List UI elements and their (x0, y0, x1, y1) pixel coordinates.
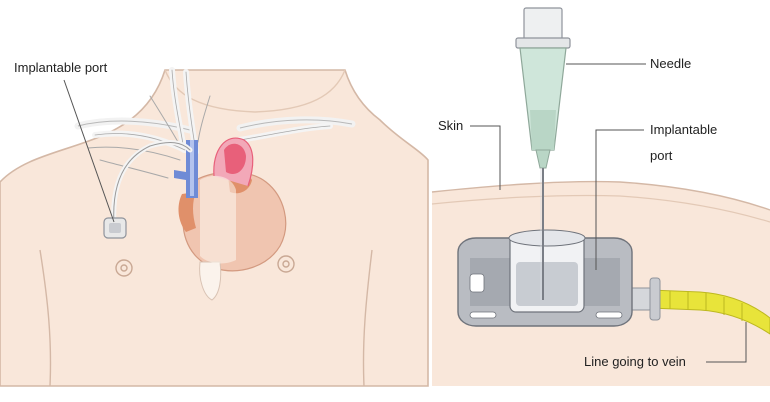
skin-inner-line (431, 194, 770, 223)
label-skin: Skin (438, 118, 463, 133)
neck-contour (164, 69, 346, 113)
needle-cap (523, 7, 563, 41)
left-panel-torso: Implantable port (0, 60, 429, 387)
label-implantable-line2: port (650, 148, 673, 163)
svc-highlight (190, 140, 194, 196)
torso-port (103, 217, 127, 239)
skin-surface-line (431, 180, 770, 211)
port-catheter (111, 140, 193, 227)
left-arm-crease (39, 249, 52, 387)
label-line-to-vein: Line going to vein (584, 354, 686, 369)
heart-right-atrium (178, 192, 196, 232)
implantable-port-housing (457, 229, 633, 327)
vessel-stub-left (174, 170, 186, 180)
vein-line-tube (649, 289, 770, 335)
right-arm-crease (362, 249, 373, 387)
leader-implantable-port-left (63, 79, 115, 223)
left-nipple (115, 259, 133, 277)
right-nipple (277, 255, 295, 273)
leader-line-to-vein (706, 322, 747, 363)
right-panel-cross-section: Needle Skin Implantable port Line going … (431, 7, 770, 386)
right-clavicle-outline (239, 119, 353, 129)
pulmonary-red (224, 143, 246, 175)
heart-translucent-overlay (200, 175, 236, 264)
inferior-vessel (199, 261, 222, 301)
leader-skin (470, 125, 501, 190)
leader-implantable-port-right (595, 129, 644, 270)
needle (515, 7, 571, 300)
label-implantable-port-left: Implantable port (14, 60, 108, 75)
chest-vessels (87, 123, 333, 179)
heart (174, 137, 287, 301)
label-implantable-line1: Implantable (650, 122, 717, 137)
label-needle: Needle (650, 56, 691, 71)
